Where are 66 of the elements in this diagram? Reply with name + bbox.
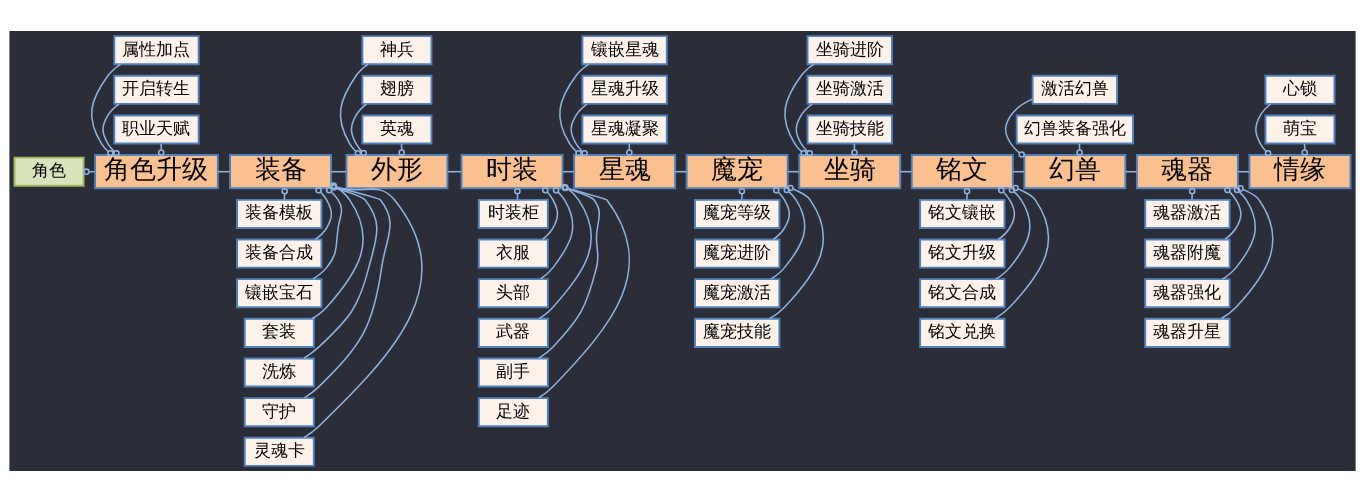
- node-box: 魔宠激活: [694, 277, 781, 308]
- connector: [795, 102, 814, 157]
- node-box: 英魂: [361, 113, 433, 144]
- connector: [90, 63, 122, 157]
- node-box: 魂器附魔: [1144, 238, 1231, 269]
- connector: [570, 102, 588, 157]
- node-box: 翅膀: [361, 74, 433, 105]
- connector: [738, 187, 746, 200]
- node-box: 时装柜: [477, 198, 549, 229]
- node-box: 激活幻兽: [1031, 74, 1118, 105]
- node-box: 副手: [477, 357, 549, 388]
- node-box: 镶嵌星魂: [581, 34, 668, 65]
- node-box: 头部: [477, 277, 549, 308]
- node-box: 坐骑: [798, 153, 902, 189]
- node-box: 外形: [345, 153, 449, 189]
- node-box: 星魂: [573, 153, 677, 189]
- node-box: 幻兽装备强化: [1015, 113, 1134, 144]
- node-box: 坐骑技能: [806, 113, 893, 144]
- node-box: 铭文合成: [919, 277, 1006, 308]
- connector: [784, 63, 815, 157]
- node-box: 魔宠技能: [694, 317, 781, 348]
- node-box: 属性加点: [113, 34, 200, 65]
- connector: [157, 142, 165, 156]
- node-box: 洗炼: [243, 357, 315, 388]
- node-box: 铭文兑换: [919, 317, 1006, 348]
- node-box: 职业天赋: [113, 113, 200, 144]
- node-box: 魂器: [1135, 153, 1239, 189]
- node-box: 装备模板: [236, 198, 323, 229]
- node-box: 坐骑激活: [806, 74, 893, 105]
- node-box: 套装: [243, 317, 315, 348]
- node-box: 铭文: [910, 153, 1014, 189]
- node-box: 魔宠等级: [694, 198, 781, 229]
- node-box: 铭文升级: [919, 238, 1006, 269]
- node-box: 魔宠: [685, 153, 789, 189]
- node-box: 魔宠进阶: [694, 238, 781, 269]
- connector: [1004, 97, 1034, 158]
- node-box: 铭文镶嵌: [919, 198, 1006, 229]
- node-box: 魂器激活: [1144, 198, 1231, 229]
- node-box: 足迹: [477, 396, 549, 427]
- node-box: 魂器强化: [1144, 277, 1231, 308]
- node-box: 神兵: [361, 34, 433, 65]
- node-box: 衣服: [477, 238, 549, 269]
- node-box: 灵魂卡: [243, 436, 315, 467]
- node-box: 角色: [13, 156, 85, 187]
- node-box: 守护: [243, 396, 315, 427]
- connector: [102, 102, 120, 157]
- node-box: 情缘: [1248, 153, 1352, 189]
- node-box: 武器: [477, 317, 549, 348]
- connector: [1188, 187, 1196, 200]
- connector: [559, 63, 590, 157]
- connector: [541, 186, 559, 240]
- node-box: 镶嵌宝石: [236, 277, 323, 308]
- node-box: 坐骑进阶: [806, 34, 893, 65]
- node-box: 幻兽: [1023, 153, 1127, 189]
- node-box: 魂器升星: [1144, 317, 1231, 348]
- node-box: 星魂凝聚: [581, 113, 668, 144]
- node-box: 星魂升级: [581, 74, 668, 105]
- node-box: 萌宝: [1264, 113, 1336, 144]
- node-box: 装备合成: [236, 238, 323, 269]
- connector: [1255, 102, 1272, 157]
- node-box: 心锁: [1264, 74, 1336, 105]
- node-box: 开启转生: [113, 74, 200, 105]
- node-box: 时装: [460, 153, 564, 189]
- connector: [963, 187, 971, 200]
- node-box: 装备: [229, 153, 333, 189]
- node-box: 角色升级: [94, 153, 219, 189]
